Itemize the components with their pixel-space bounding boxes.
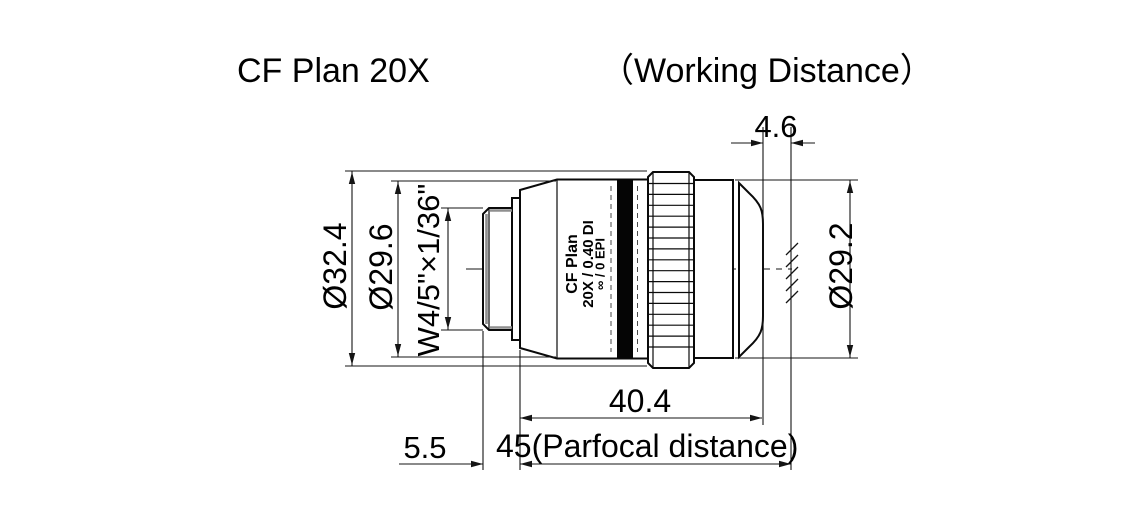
dim-thread-length: 5.5 — [399, 331, 484, 470]
knurl-ridges — [649, 182, 693, 348]
dim-outer-diameter: Ø32.4 — [317, 170, 647, 367]
front-barrel — [693, 179, 734, 359]
thread-shading — [485, 209, 512, 329]
dim-nose-length-text: 40.4 — [609, 383, 671, 419]
knurl-chamfer-lines — [652, 172, 690, 368]
front-lens-tip — [738, 180, 764, 360]
marking-line1: CF Plan — [564, 234, 581, 294]
dim-thread-length-text: 5.5 — [403, 430, 446, 465]
color-code-band — [617, 179, 633, 359]
dim-body-diameter: Ø29.6 — [363, 180, 556, 358]
mount-flange — [511, 197, 521, 341]
dim-front-diameter: Ø29.2 — [735, 179, 859, 359]
dim-thread-spec: W4/5"×1/36" — [411, 184, 483, 357]
specimen-plane-hatch-icon — [785, 242, 799, 304]
dim-parfocal-distance-text: 45(Parfocal distance) — [496, 428, 798, 464]
dim-working-distance-text: 4.6 — [754, 109, 797, 144]
marking-line2: 20X / 0.40 DI — [580, 220, 597, 308]
dim-nose-length: 40.4 — [519, 350, 762, 470]
dim-working-distance: 4.6 — [731, 109, 815, 470]
dim-front-diameter-text: Ø29.2 — [823, 222, 859, 309]
marking-line3: ∞ / 0 EPI — [593, 238, 608, 290]
dim-outer-diameter-text: Ø32.4 — [317, 222, 353, 309]
objective-body — [482, 171, 764, 369]
page-title: CF Plan 20X — [237, 52, 430, 90]
dim-parfocal-distance: 45(Parfocal distance) — [496, 428, 798, 468]
lens-markings: CF Plan 20X / 0.40 DI ∞ / 0 EPI — [564, 220, 608, 308]
knurled-ring — [647, 171, 695, 369]
dim-thread-spec-text: W4/5"×1/36" — [411, 184, 446, 357]
dim-body-diameter-text: Ø29.6 — [363, 223, 399, 310]
working-distance-label: （Working Distance） — [600, 52, 934, 90]
